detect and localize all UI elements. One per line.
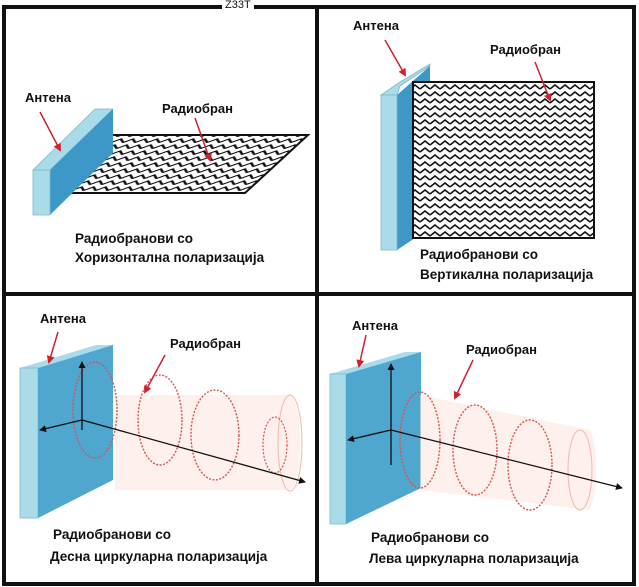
wave-arrow <box>144 354 166 394</box>
antenna-slab <box>19 345 113 519</box>
wave-label-left-circular: Радиобран <box>466 342 537 357</box>
wave-label-vertical: Радиобран <box>490 42 561 57</box>
wave-arrow <box>453 359 474 400</box>
wave-label-horizontal: Радиобран <box>162 101 233 116</box>
caption-horizontal-line1: Радиобранови со <box>75 231 194 246</box>
caption-right-circular-line1: Радиобранови со <box>53 527 172 542</box>
antenna-slab <box>32 108 114 216</box>
antenna-arrow <box>39 111 61 152</box>
vertical-wave-sheet <box>412 81 595 239</box>
caption-vertical-line1: Радиобранови со <box>420 247 539 262</box>
caption-right-circular-line2: Десна циркуларна поларизација <box>50 549 268 564</box>
frame <box>2 5 636 586</box>
antenna-arrow <box>46 331 59 364</box>
antenna-label-right-circular: Антена <box>40 311 86 326</box>
caption-left-circular-line1: Радиобранови со <box>371 530 490 545</box>
panel-vertical <box>379 39 595 251</box>
panel-left-circular <box>329 334 623 525</box>
antenna-slab <box>329 352 421 525</box>
wave-arrow <box>194 117 212 162</box>
panel-horizontal <box>32 108 311 216</box>
caption-horizontal-line2: Хоризонтална поларизација <box>75 250 265 265</box>
panel-right-circular <box>19 331 306 519</box>
antenna-arrow <box>356 334 367 368</box>
wave-label-right-circular: Радиобран <box>170 336 241 351</box>
caption-vertical-line2: Вертикална поларизација <box>420 267 594 282</box>
axis-horizontal <box>347 429 392 443</box>
propagation-axis <box>81 419 306 484</box>
antenna-label-left-circular: Антена <box>352 318 398 333</box>
axis-horizontal <box>39 419 83 433</box>
diagram-title: Z33T <box>222 0 254 11</box>
circular-wave-right <box>72 361 303 492</box>
antenna-arrow <box>384 39 406 77</box>
caption-left-circular-line2: Лева циркуларна поларизација <box>369 551 579 566</box>
circular-wave-left <box>399 391 597 511</box>
antenna-label-horizontal: Антена <box>25 90 71 105</box>
antenna-label-vertical: Антена <box>353 18 399 33</box>
wave-arrow <box>534 61 552 102</box>
propagation-axis <box>390 429 623 490</box>
